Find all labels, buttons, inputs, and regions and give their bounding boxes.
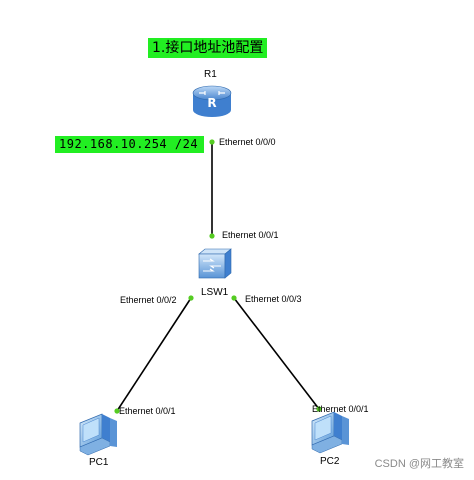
pc2-name: PC2 — [320, 456, 340, 467]
link-lsw1-pc2 — [233, 297, 320, 410]
note-title: 1.接口地址池配置 — [148, 38, 268, 58]
port-dot-lsw1-e002[interactable] — [188, 295, 194, 301]
port-label-lsw1-e002: Ethernet 0/0/2 — [120, 295, 177, 305]
port-dot-r1-e000[interactable] — [209, 139, 215, 145]
switch-name: LSW1 — [201, 287, 229, 298]
port-dot-pc1-e001[interactable] — [114, 408, 120, 414]
port-label-lsw1-e003: Ethernet 0/0/3 — [245, 294, 302, 304]
port-label-pc1-e001: Ethernet 0/0/1 — [119, 406, 176, 416]
port-dot-lsw1-e003[interactable] — [231, 295, 237, 301]
router-name: R1 — [204, 69, 217, 80]
pc-icon[interactable] — [311, 411, 349, 454]
port-dot-pc2-e001[interactable] — [316, 406, 322, 412]
watermark: CSDN @网工教室 — [374, 458, 464, 470]
note-ip-address: 192.168.10.254 /24 — [55, 136, 205, 153]
router-icon[interactable]: R — [192, 85, 232, 117]
svg-text:R: R — [207, 96, 216, 110]
pc1-name: PC1 — [89, 457, 109, 468]
port-label-r1-e000: Ethernet 0/0/0 — [219, 137, 276, 147]
link-lsw1-pc1 — [116, 297, 192, 412]
port-label-pc2-e001: Ethernet 0/0/1 — [312, 404, 369, 414]
port-dot-lsw1-e001[interactable] — [209, 233, 215, 239]
switch-icon[interactable] — [198, 248, 232, 279]
port-label-lsw1-e001: Ethernet 0/0/1 — [222, 230, 279, 240]
pc-icon[interactable] — [79, 413, 117, 456]
